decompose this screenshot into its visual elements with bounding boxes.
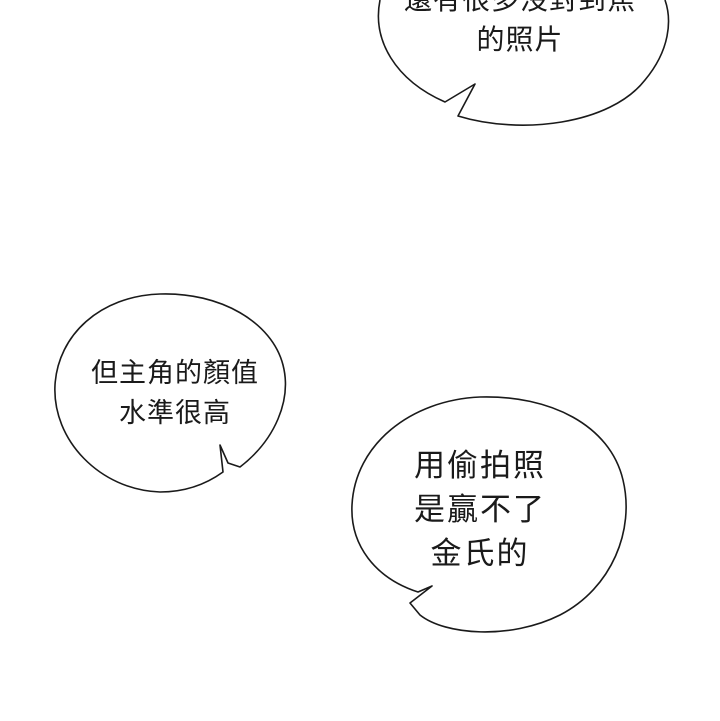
bubble-right-text: 用偷拍照 是贏不了 金氏的 [360,444,600,576]
speech-bubble-right [351,396,627,633]
bubble-top-text: 還有很多沒對到焦 的照片 [380,0,660,60]
bubble-right-line-3: 金氏的 [430,536,530,572]
speech-bubble-left [54,293,287,493]
bubble-top-line-1: 還有很多沒對到焦 [380,0,660,20]
bubble-left-text: 但主角的顏值 水準很高 [60,354,290,434]
bubble-left-line-2: 水準很高 [119,398,231,429]
speech-bubble-top [377,0,670,126]
bubble-right-line-1: 用偷拍照 [414,448,546,484]
bubble-right-line-2: 是贏不了 [414,492,546,528]
bubble-left-line-1: 但主角的顏值 [91,358,259,389]
bubble-top-line-2: 的照片 [476,23,564,56]
